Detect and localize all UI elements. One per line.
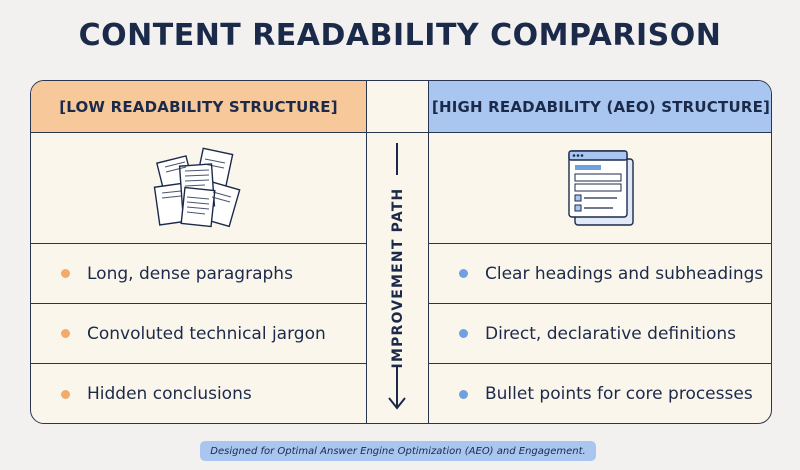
bullet-icon (61, 269, 70, 278)
structured-webpage-icon (568, 150, 634, 226)
page-title: CONTENT READABILITY COMPARISON (78, 18, 722, 53)
improvement-path: IMPROVEMENT PATH (367, 133, 428, 423)
footer-caption: Designed for Optimal Answer Engine Optim… (200, 441, 596, 461)
improvement-path-label: IMPROVEMENT PATH (389, 187, 406, 369)
bullet-icon (459, 389, 468, 399)
list-item-label: Convoluted technical jargon (87, 323, 326, 344)
list-item-label: Direct, declarative definitions (485, 323, 737, 344)
list-item-label: Long, dense paragraphs (87, 263, 293, 284)
low-readability-header: [LOW READABILITY STRUCTURE] (31, 81, 366, 133)
list-item: Bullet points for core processes (429, 364, 771, 423)
list-item-label: Clear headings and subheadings (485, 263, 764, 284)
list-item: Long, dense paragraphs (31, 244, 366, 304)
high-readability-icon-cell (429, 133, 771, 244)
bullet-icon (61, 329, 70, 338)
middle-header-spacer (367, 81, 428, 133)
bullet-icon (459, 269, 468, 278)
improvement-path-column: IMPROVEMENT PATH (366, 81, 429, 423)
list-item: Convoluted technical jargon (31, 304, 366, 364)
list-item: Hidden conclusions (31, 364, 366, 423)
list-item-label: Hidden conclusions (87, 384, 252, 404)
low-readability-column: [LOW READABILITY STRUCTURE] (31, 81, 366, 423)
comparison-table: [LOW READABILITY STRUCTURE] (30, 80, 772, 424)
list-item-label: Bullet points for core processes (485, 384, 753, 404)
list-item: Clear headings and subheadings (429, 244, 771, 304)
bullet-icon (61, 389, 70, 399)
high-readability-column: [HIGH READABILITY (AEO) STRUCTURE] Clear… (429, 81, 771, 423)
bullet-icon (459, 329, 468, 338)
low-readability-icon-cell (31, 133, 366, 244)
arrow-down-icon (388, 143, 406, 410)
scattered-documents-icon (153, 147, 241, 228)
list-item: Direct, declarative definitions (429, 304, 771, 364)
high-readability-header: [HIGH READABILITY (AEO) STRUCTURE] (429, 81, 771, 133)
